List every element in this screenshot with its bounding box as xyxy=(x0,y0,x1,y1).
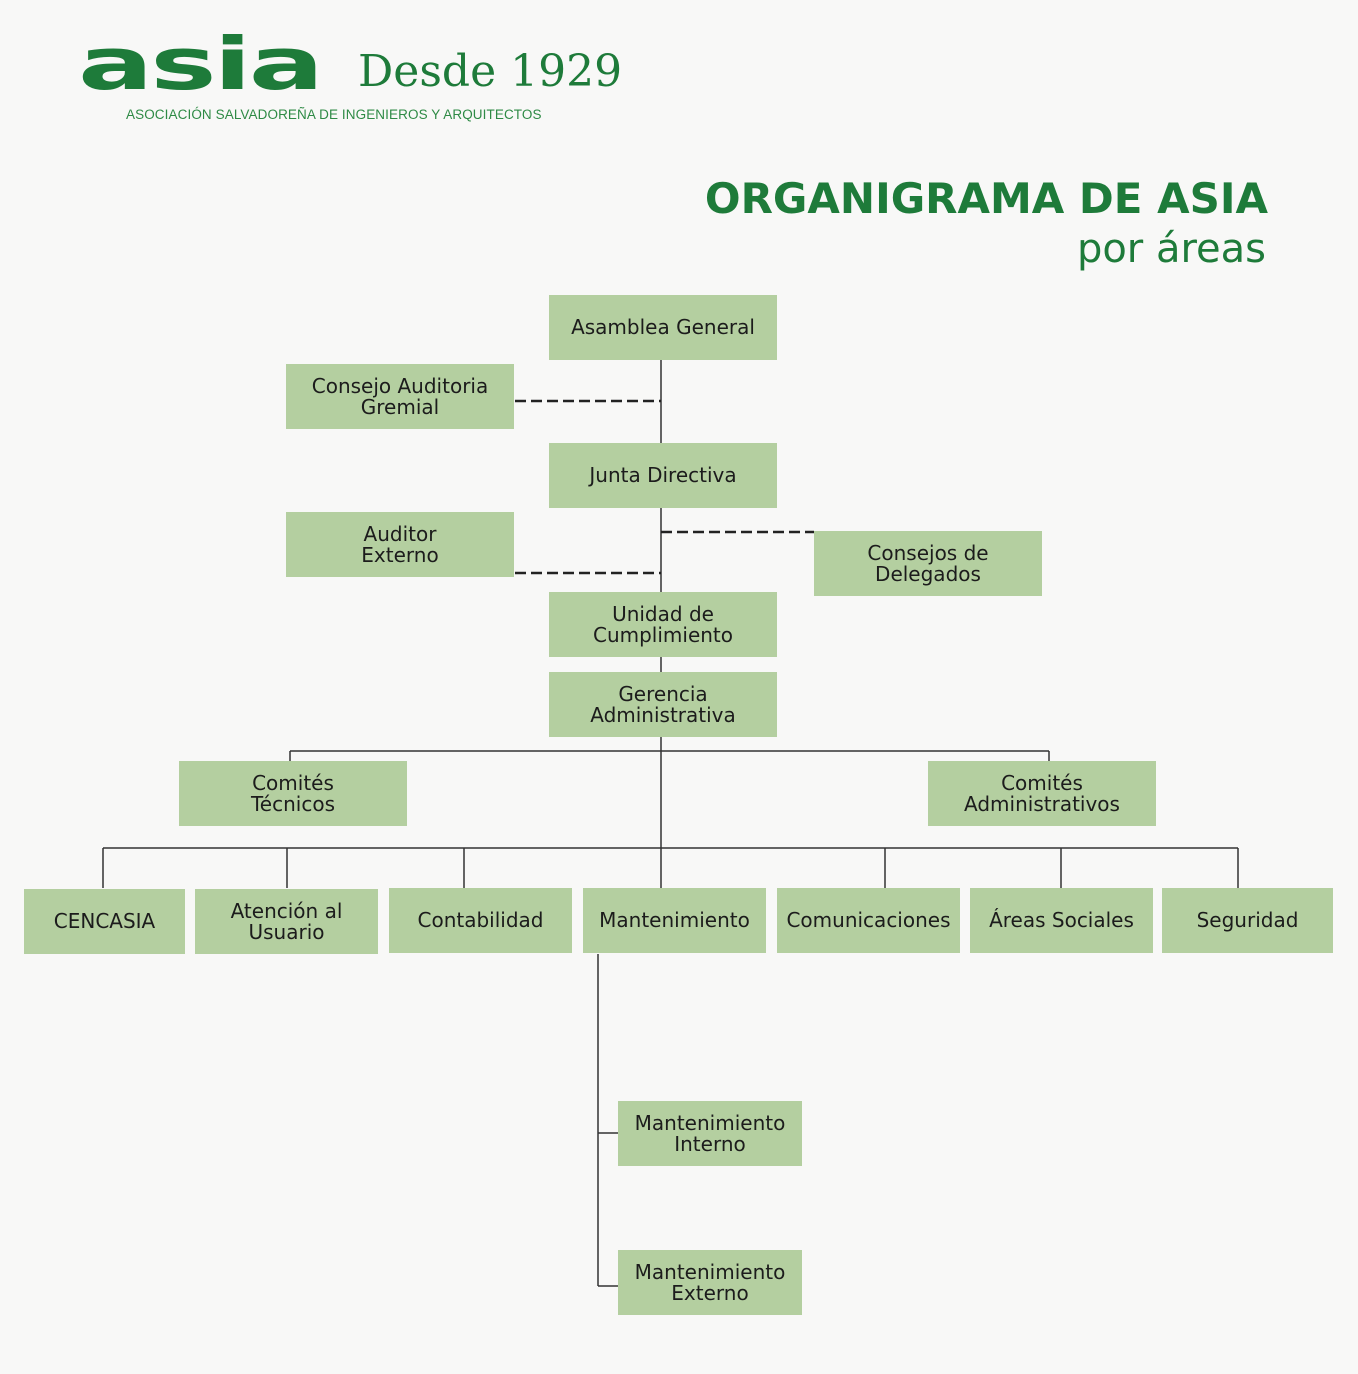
node-comunicaciones: Comunicaciones xyxy=(777,888,960,953)
node-consejos-de-delegados: Consejos de Delegados xyxy=(814,531,1042,596)
logo-since-text: Desde 1929 xyxy=(358,46,623,97)
node-cencasia: CENCASIA xyxy=(24,889,185,954)
node-asamblea-general: Asamblea General xyxy=(549,295,777,360)
node-auditor-externo: Auditor Externo xyxy=(286,512,514,577)
node-contabilidad: Contabilidad xyxy=(389,888,572,953)
node-mantenimiento: Mantenimiento xyxy=(583,888,766,953)
node-comites-tecnicos: Comités Técnicos xyxy=(179,761,407,826)
node-comites-administrativos: Comités Administrativos xyxy=(928,761,1156,826)
page-title: ORGANIGRAMA DE ASIA xyxy=(704,174,1268,223)
logo-wordmark: asia xyxy=(78,22,324,106)
node-unidad-de-cumplimiento: Unidad de Cumplimiento xyxy=(549,592,777,657)
node-mantenimiento-externo: Mantenimiento Externo xyxy=(618,1250,802,1315)
node-areas-sociales: Áreas Sociales xyxy=(970,888,1153,953)
node-atencion-al-usuario: Atención al Usuario xyxy=(195,889,378,954)
node-seguridad: Seguridad xyxy=(1162,888,1333,953)
node-gerencia-administrativa: Gerencia Administrativa xyxy=(549,672,777,737)
node-consejo-auditoria-gremial: Consejo Auditoria Gremial xyxy=(286,364,514,429)
node-junta-directiva: Junta Directiva xyxy=(549,443,777,508)
logo-subtitle: ASOCIACIÓN SALVADOREÑA DE INGENIEROS Y A… xyxy=(126,107,542,122)
page-subtitle: por áreas xyxy=(1076,226,1266,272)
node-mantenimiento-interno: Mantenimiento Interno xyxy=(618,1101,802,1166)
